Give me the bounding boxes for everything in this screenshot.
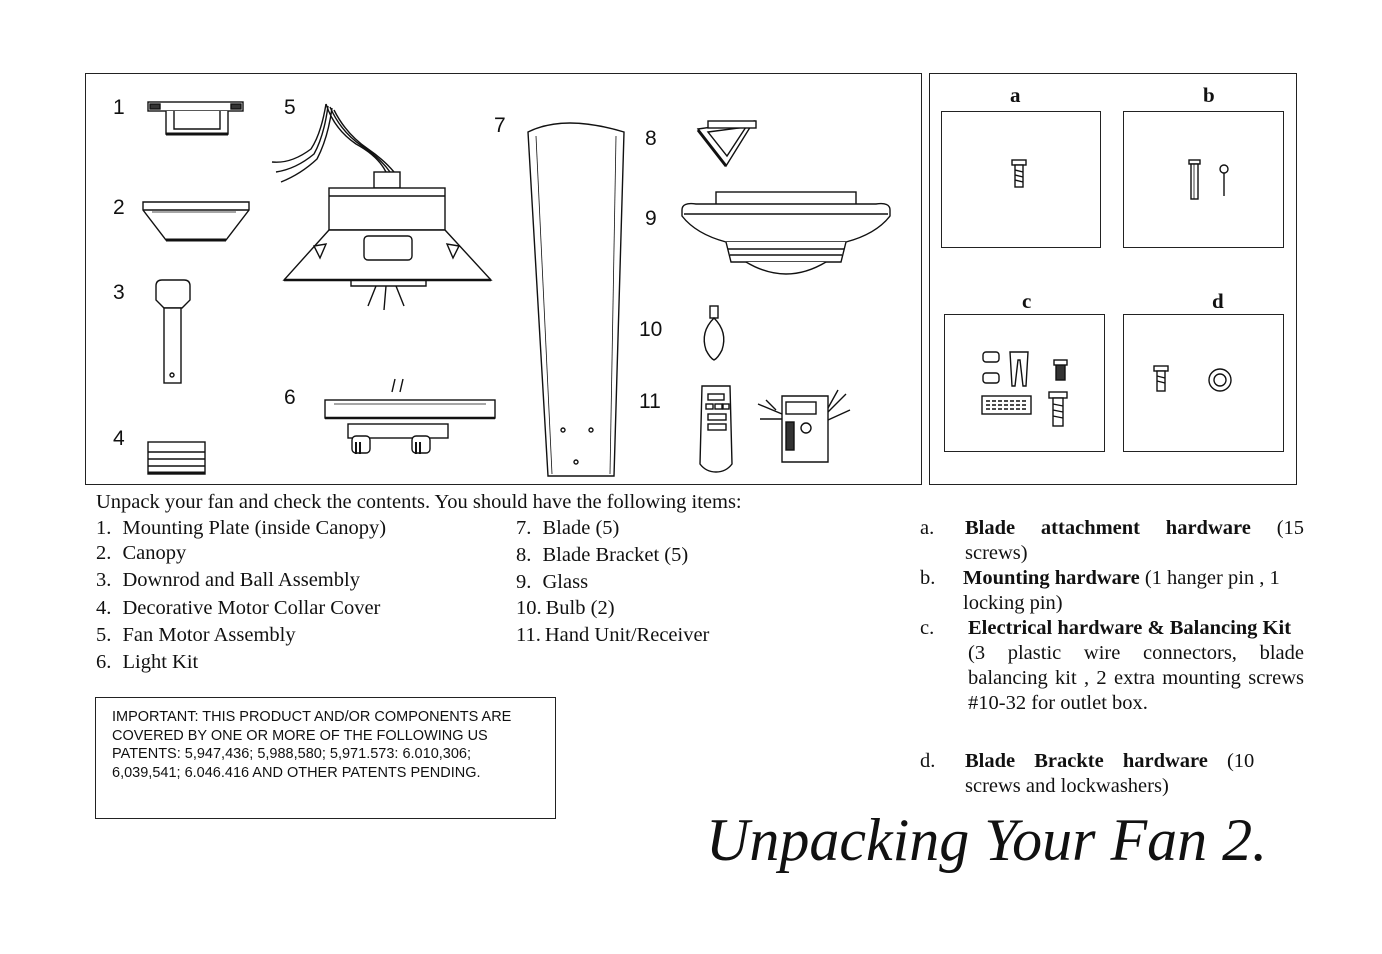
- hardware-desc-detail: (3 plastic wire connectors, blade balanc…: [968, 642, 1304, 714]
- part-number-8: 8: [645, 127, 657, 150]
- lockwasher-icon: [1208, 368, 1232, 392]
- hardware-letter-c: c: [1022, 289, 1032, 313]
- part-number-1: 1: [113, 96, 125, 119]
- list-item: 9. Glass: [516, 571, 589, 593]
- hardware-desc-d: d. Blade Brackte hardware (10 screws and…: [920, 749, 1304, 799]
- list-item: 2. Canopy: [96, 542, 187, 564]
- list-item: 5. Fan Motor Assembly: [96, 624, 296, 646]
- part-number-2: 2: [113, 196, 125, 219]
- list-item: 10.Bulb (2): [516, 597, 615, 619]
- hardware-illustration: [981, 159, 1232, 427]
- collar-cover-drawing: [147, 441, 206, 475]
- part-number-10: 10: [639, 318, 663, 341]
- balancing-weight-icon: [1053, 359, 1068, 381]
- screw-icon-a: [1011, 159, 1027, 188]
- hand-unit-drawing: [699, 385, 851, 473]
- contents-intro: Unpack your fan and check the contents. …: [96, 491, 742, 513]
- hardware-desc-a: a. Blade attachment hardware (15 screws): [920, 516, 1304, 566]
- downrod-drawing: [155, 279, 191, 384]
- list-item: 8. Blade Bracket (5): [516, 544, 689, 566]
- hardware-desc-title: Blade attachment hardware: [965, 517, 1251, 539]
- part-number-9: 9: [645, 207, 657, 230]
- hardware-box-d: [1123, 314, 1284, 452]
- bulb-drawing: [703, 305, 725, 361]
- part-number-6: 6: [284, 386, 296, 409]
- hardware-box-a: [941, 111, 1101, 248]
- hardware-box-c: [944, 314, 1105, 452]
- blade-drawing: [527, 122, 625, 477]
- hanger-pin-icon: [1188, 159, 1201, 200]
- balancing-clip-icon: [1009, 351, 1029, 387]
- hardware-desc-letter: a.: [920, 517, 935, 539]
- list-item: 1. Mounting Plate (inside Canopy): [96, 517, 387, 539]
- hardware-desc-letter: d.: [920, 750, 936, 772]
- hardware-desc-title: Blade Brackte hardware: [965, 750, 1208, 772]
- part-number-11: 11: [639, 390, 661, 413]
- hardware-desc-detail: (1 hanger pin , 1 locking pin): [963, 567, 1280, 614]
- fan-motor-drawing: [271, 103, 493, 311]
- part-number-5: 5: [284, 96, 296, 119]
- hardware-panel: a b c d: [929, 73, 1297, 485]
- glass-drawing: [681, 191, 891, 275]
- hardware-letter-a: a: [1010, 83, 1021, 107]
- weight-strip-icon: [981, 395, 1032, 415]
- list-item: 3. Downrod and Ball Assembly: [96, 569, 360, 591]
- mounting-screw-icon: [1048, 391, 1068, 427]
- part-number-4: 4: [113, 427, 125, 450]
- hardware-desc-letter: c.: [920, 617, 935, 639]
- hardware-desc-b: b. Mounting hardware (1 hanger pin , 1 l…: [920, 566, 1304, 616]
- blade-bracket-drawing: [696, 120, 757, 168]
- hardware-desc-title: Mounting hardware: [963, 567, 1140, 589]
- hardware-desc-c: c. Electrical hardware & Balancing Kit (…: [920, 616, 1304, 716]
- canopy-drawing: [142, 201, 250, 242]
- list-item: 11.Hand Unit/Receiver: [516, 624, 710, 646]
- screw-icon-d: [1153, 365, 1169, 392]
- part-number-7: 7: [494, 114, 506, 137]
- hardware-desc-detail: (15 screws): [965, 517, 1305, 564]
- parts-illustration: [142, 101, 891, 477]
- patent-notice-text: IMPORTANT: THIS PRODUCT AND/OR COMPONENT…: [112, 709, 512, 781]
- parts-diagram: 1 2 3 4 5 6 7 8 9 10 11: [85, 73, 922, 485]
- light-kit-drawing: [324, 378, 496, 454]
- mounting-plate-drawing: [147, 101, 244, 136]
- hardware-letter-b: b: [1203, 83, 1215, 107]
- hardware-letter-d: d: [1212, 289, 1224, 313]
- patent-notice: IMPORTANT: THIS PRODUCT AND/OR COMPONENT…: [95, 697, 556, 819]
- hardware-desc-title: Electrical hardware & Balancing Kit: [968, 617, 1292, 639]
- page-title: Unpacking Your Fan 2.: [706, 807, 1268, 873]
- list-item: 4. Decorative Motor Collar Cover: [96, 597, 381, 619]
- part-number-3: 3: [113, 281, 125, 304]
- hardware-desc-detail: (10 screws and lockwashers): [965, 750, 1255, 797]
- locking-pin-icon: [1219, 164, 1229, 196]
- wire-connector-icon: [982, 351, 1000, 384]
- list-item: 6. Light Kit: [96, 651, 199, 673]
- list-item: 7. Blade (5): [516, 517, 620, 539]
- hardware-desc-letter: b.: [920, 567, 936, 589]
- hardware-box-b: [1123, 111, 1284, 248]
